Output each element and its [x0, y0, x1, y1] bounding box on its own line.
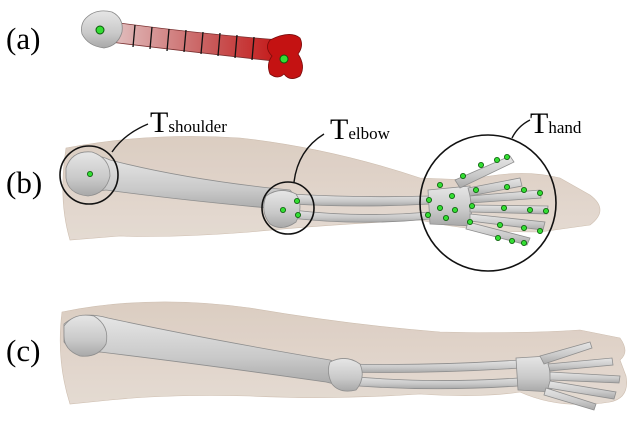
panel-a: (a) — [6, 11, 303, 79]
panel-label-b: (b) — [6, 165, 42, 200]
panel-label-c: (c) — [6, 333, 40, 368]
humerus-bone — [82, 11, 303, 79]
label-t-hand: Thand — [530, 107, 582, 140]
panel-b: (b) — [6, 106, 600, 271]
label-t-shoulder: Tshoulder — [150, 106, 227, 139]
marker-dot — [280, 55, 288, 63]
panel-label-a: (a) — [6, 21, 40, 56]
hand-leader — [512, 120, 530, 138]
marker-dot — [96, 26, 104, 34]
label-t-elbow: Telbow — [330, 113, 391, 146]
panel-c: (c) — [6, 302, 627, 410]
